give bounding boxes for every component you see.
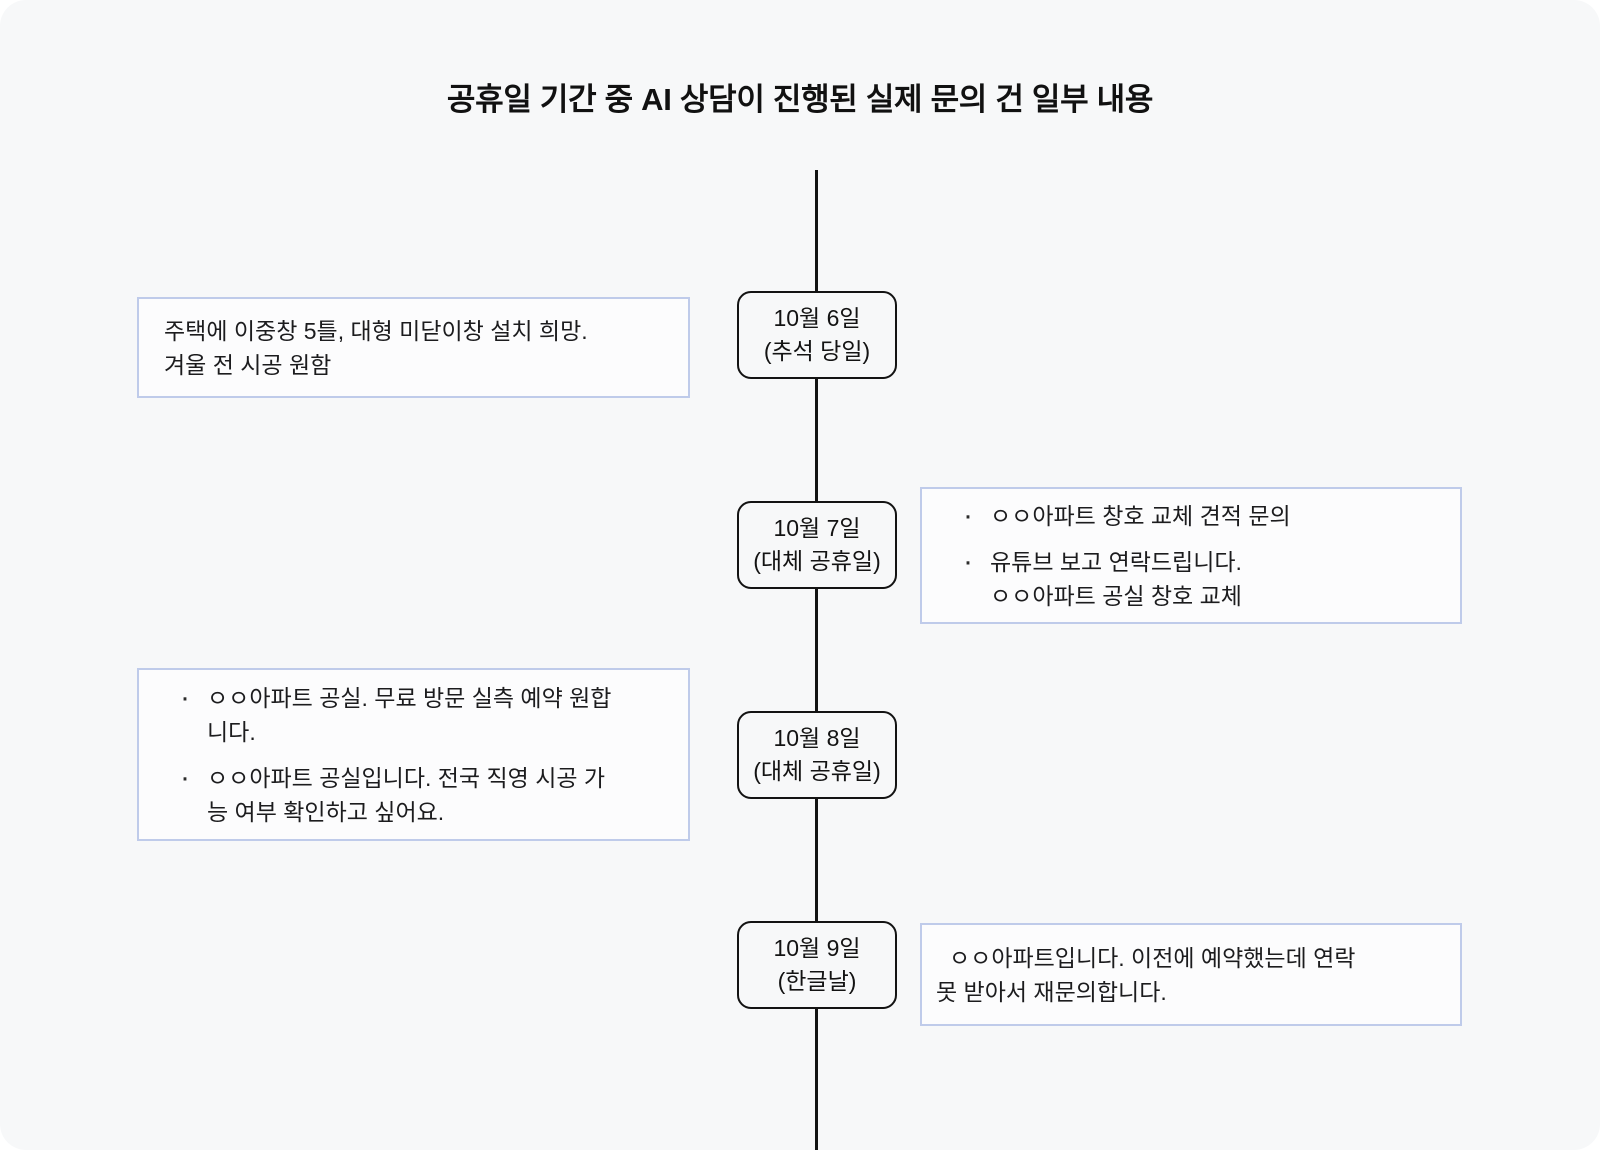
inquiry-text: 능 여부 확인하고 싶어요. [207, 798, 445, 825]
timeline-node-oct6: 10월 6일 (추석 당일) [737, 291, 897, 379]
inquiry-item: · ㅇㅇ아파트 공실. 무료 방문 실측 예약 원합 니다. [177, 681, 674, 749]
node-holiday-label: (한글날) [777, 968, 857, 994]
bullet-icon: · [963, 498, 973, 532]
bullet-icon: · [180, 680, 190, 714]
timeline-axis [815, 170, 818, 1150]
inquiry-text: 니다. [207, 718, 256, 745]
inquiry-text: ㅇㅇ아파트 공실. 무료 방문 실측 예약 원합 [207, 684, 612, 711]
inquiry-text: 유튜브 보고 연락드립니다. [990, 548, 1242, 575]
callout-oct9-inquiry: ㅇㅇ아파트입니다. 이전에 예약했는데 연락 못 받아서 재문의합니다. [920, 923, 1462, 1026]
node-date: 10월 6일 [773, 305, 861, 331]
inquiry-text: 겨울 전 시공 원함 [164, 351, 332, 378]
bullet-icon: · [180, 760, 190, 794]
node-holiday-label: (대체 공휴일) [753, 758, 881, 784]
node-date: 10월 8일 [773, 725, 861, 751]
inquiry-text: ㅇㅇ아파트 창호 교체 견적 문의 [990, 502, 1291, 529]
node-holiday-label: (대체 공휴일) [753, 548, 881, 574]
bullet-icon: · [963, 544, 973, 578]
inquiry-text: 못 받아서 재문의합니다. [936, 978, 1167, 1005]
node-holiday-label: (추석 당일) [763, 338, 871, 364]
callout-oct7-inquiries: · ㅇㅇ아파트 창호 교체 견적 문의 · 유튜브 보고 연락드립니다. ㅇㅇ아… [920, 487, 1462, 624]
inquiry-text: ㅇㅇ아파트입니다. 이전에 예약했는데 연락 [949, 944, 1356, 971]
callout-oct8-inquiries: · ㅇㅇ아파트 공실. 무료 방문 실측 예약 원합 니다. · ㅇㅇ아파트 공… [137, 668, 690, 841]
inquiry-item: · 유튜브 보고 연락드립니다. ㅇㅇ아파트 공실 창호 교체 [960, 545, 1446, 613]
timeline-node-oct9: 10월 9일 (한글날) [737, 921, 897, 1009]
timeline-node-oct7: 10월 7일 (대체 공휴일) [737, 501, 897, 589]
page-title: 공휴일 기간 중 AI 상담이 진행된 실제 문의 건 일부 내용 [446, 82, 1154, 117]
inquiry-item: · ㅇㅇ아파트 창호 교체 견적 문의 [960, 499, 1446, 533]
callout-oct6-inquiry: 주택에 이중창 5틀, 대형 미닫이창 설치 희망. 겨울 전 시공 원함 [137, 297, 690, 398]
timeline-node-oct8: 10월 8일 (대체 공휴일) [737, 711, 897, 799]
inquiry-text: ㅇㅇ아파트 공실입니다. 전국 직영 시공 가 [207, 764, 606, 791]
inquiry-text: 주택에 이중창 5틀, 대형 미닫이창 설치 희망. [164, 317, 588, 344]
inquiry-text: ㅇㅇ아파트 공실 창호 교체 [990, 582, 1242, 609]
node-date: 10월 9일 [773, 935, 861, 961]
node-date: 10월 7일 [773, 515, 861, 541]
inquiry-item: · ㅇㅇ아파트 공실입니다. 전국 직영 시공 가 능 여부 확인하고 싶어요. [177, 761, 674, 829]
